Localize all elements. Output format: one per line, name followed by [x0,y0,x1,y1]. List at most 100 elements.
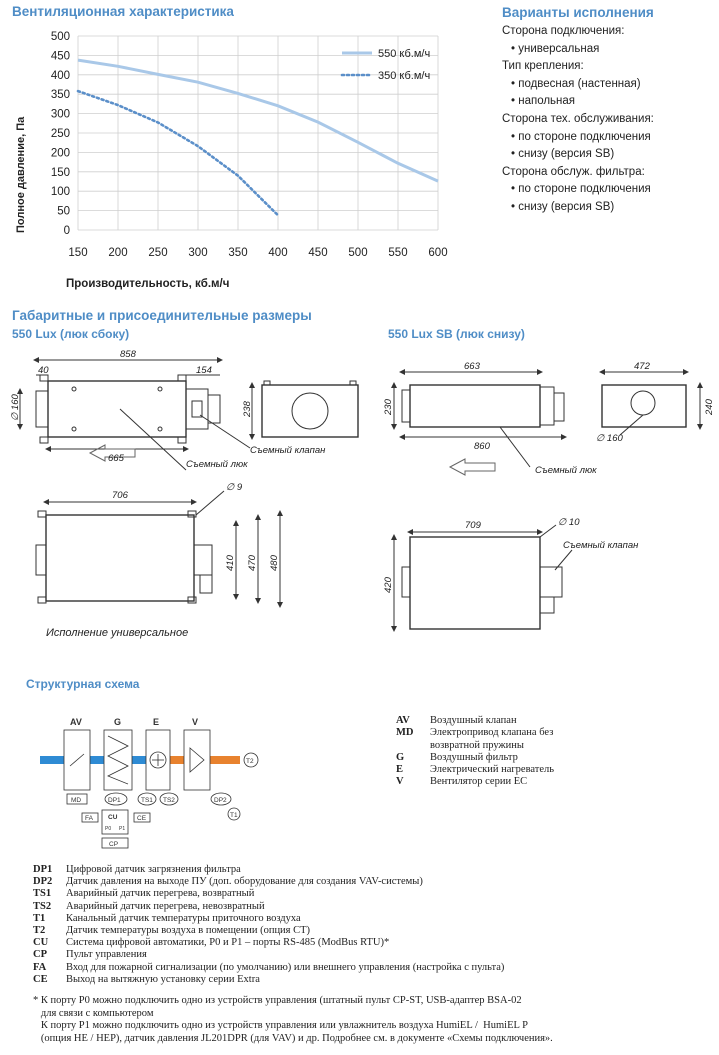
x-tick-label: 550 [388,247,407,259]
footnotes: * К порту Р0 можно подключить одно из ус… [33,995,713,1045]
hatch-label-right: Съемный люк [535,465,597,476]
ts2-label: TS2 [163,797,175,804]
option-line: • подвесная (настенная) [511,77,641,90]
sensor-md [66,793,88,805]
dim-d10: ∅ 10 [558,517,580,528]
abbr-key: DP2 [33,876,53,888]
dims-subtitle-left: 550 Lux (люк сбоку) [12,327,130,341]
y-tick-label: 100 [51,186,70,198]
footnote-line: для связи с компьютером [33,1007,154,1019]
dim-663: 663 [464,361,481,372]
series-line-0 [77,58,439,183]
universal-caption: Исполнение универсальное [46,627,189,639]
dim-410: 410 [225,554,236,571]
dim-470: 470 [247,554,258,571]
legend-value: Вентилятор серии ЕС [430,776,528,788]
dp1-label: DP1 [108,797,121,804]
footnote-line: * К порту Р0 можно подключить одно из ус… [33,995,522,1006]
legend-key: MD [396,727,414,739]
sensor-ts1 [137,792,157,806]
left-end-view [249,380,359,440]
abbr-value: Пульт управления [66,949,147,961]
series-line-1 [76,89,280,217]
fa-label: FA [85,815,94,822]
x-tick-label: 450 [308,247,327,259]
dim-238: 238 [242,400,253,418]
footnote-line: (опция HE / HEP), датчик давления JL201D… [33,1032,553,1044]
cu-box [101,809,129,835]
abbr-value: Аварийный датчик перегрева, невозвратный [66,900,265,912]
y-tick-label: 450 [51,50,70,62]
legend-key: V [396,776,404,788]
dim-706: 706 [112,490,129,501]
y-tick-label: 250 [51,128,70,140]
abbr-key: CU [33,937,49,949]
chart-title: Вентиляционная характеристика [12,4,234,19]
sensor-dp2 [210,792,232,806]
valve-label: Съемный клапан [250,445,326,456]
dim-230: 230 [383,398,394,416]
left-arrow-icon [448,458,496,476]
block-av-label: AV [70,717,82,727]
abbr-key: T1 [33,912,46,924]
legend-value: Воздушный клапан [430,715,517,726]
structural-scheme: AV G E V MD DP1 TS1 TS2 DP2 T1 T2 [40,717,259,849]
dp2-label: DP2 [214,797,227,804]
legend-value: Электропривод клапана без [430,727,554,739]
block-g [103,729,133,791]
legend-value: Электрический нагреватель [430,764,555,776]
y-tick-label: 300 [51,109,70,121]
bottom-right-view [391,524,573,632]
dim-d160-right: ∅ 160 [596,433,623,444]
dim-858: 858 [120,349,137,360]
sensor-ts2 [159,792,179,806]
sensor-t1 [227,807,241,821]
dimension-drawings: 858 40 154 ∅ 160 665 238 Съемный клапан … [10,349,715,632]
legend-label-1: 350 кб.м/ч [378,70,430,82]
abbr-key: TS1 [33,888,52,900]
y-tick-label: 200 [51,147,70,159]
option-line: • универсальная [511,42,600,55]
abbr-value: Датчик температуры воздуха в помещении (… [66,925,311,937]
y-tick-label: 500 [51,31,70,43]
md-label: MD [71,797,81,804]
y-tick-label: 150 [51,167,70,179]
abbr-key: TS2 [33,900,52,912]
x-axis-label: Производительность, кб.м/ч [66,278,229,290]
abbr-key: FA [33,961,47,973]
abbr-value: Аварийный датчик перегрева, возвратный [66,888,255,900]
block-g-label: G [114,717,121,727]
block-v [183,729,211,791]
option-line: • снизу (версия SB) [511,148,615,161]
bottom-left-view [35,490,283,608]
dim-d9: ∅ 9 [226,482,243,493]
duct-2 [132,756,146,764]
y-tick-label: 50 [57,206,70,218]
t1-label: T1 [230,812,238,819]
cp-box [101,837,129,849]
dim-860: 860 [474,441,491,452]
option-line: • снизу (версия SB) [511,200,615,213]
option-line: Сторона обслуж. фильтра: [502,165,645,178]
x-tick-label: 500 [348,247,367,259]
block-v-label: V [192,717,198,727]
dim-154: 154 [196,365,212,376]
hatch-label: Съемный люк [186,459,248,470]
abbr-value: Вход для пожарной сигнализации (по умолч… [66,961,505,973]
option-line: • по стороне подключения [511,130,651,143]
abbr-value: Канальный датчик температуры приточного … [66,912,301,924]
sensor-t2 [243,752,259,768]
option-line: Сторона подключения: [502,25,625,37]
abbr-key: T2 [33,925,46,937]
dim-420: 420 [383,576,394,593]
cu-label: CU [108,814,118,821]
ce-label: CE [137,815,147,822]
duct-in [40,756,64,764]
legend-value: Воздушный фильтр [430,751,518,763]
p0-label: P0 [105,826,111,832]
abbr-value: Датчик давления на выходе ПУ (доп. обору… [66,876,423,888]
ts1-label: TS1 [141,797,153,804]
